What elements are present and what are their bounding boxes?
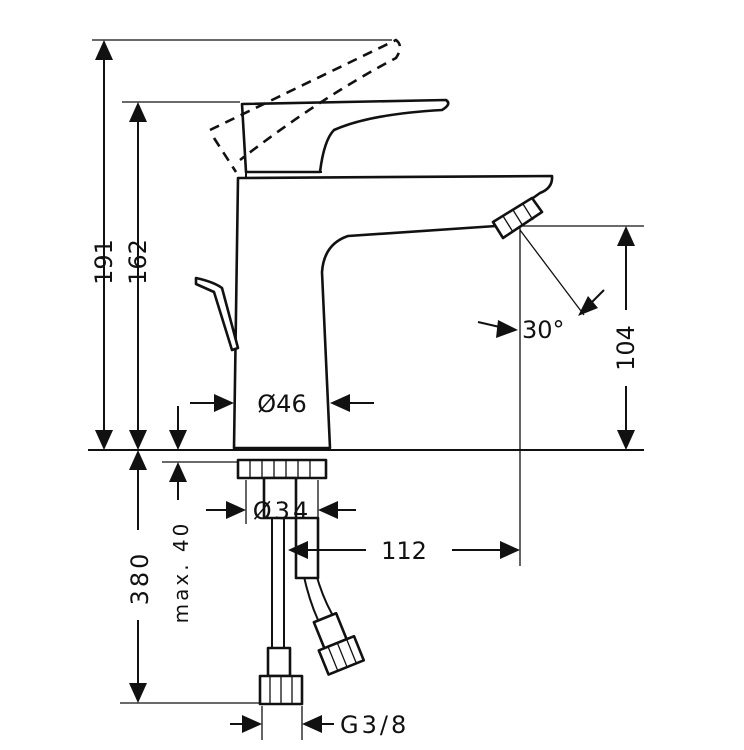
supply-hoses bbox=[258, 516, 366, 706]
dim-162-label: 162 bbox=[124, 239, 152, 285]
dim-line-104 bbox=[617, 226, 635, 450]
aerator bbox=[491, 196, 544, 240]
dim-line-g38 bbox=[230, 706, 334, 740]
lever-handle bbox=[209, 38, 450, 174]
dim-line-max40 bbox=[169, 406, 187, 500]
dim-angle-label: 30° bbox=[522, 316, 565, 344]
dim-line-191 bbox=[95, 40, 113, 450]
dim-line-162 bbox=[129, 102, 147, 450]
dim-line-112 bbox=[288, 541, 520, 559]
dim-d34-label: Ø34 bbox=[253, 497, 311, 525]
dim-line-angle bbox=[477, 289, 605, 338]
dim-d46-label: Ø46 bbox=[257, 390, 306, 418]
dim-line-d34 bbox=[206, 480, 356, 524]
base-mounting bbox=[236, 458, 328, 520]
dim-line-380 bbox=[129, 450, 147, 703]
dim-191-label: 191 bbox=[90, 239, 118, 285]
dim-104-label: 104 bbox=[612, 325, 640, 371]
dim-line-d46 bbox=[190, 394, 374, 412]
dim-max40-label: max. 40 bbox=[169, 521, 193, 624]
extension-lines bbox=[88, 39, 644, 704]
dim-380-label: 380 bbox=[126, 551, 154, 606]
dim-112-label: 112 bbox=[381, 537, 427, 565]
dim-g38-label: G3/8 bbox=[340, 711, 409, 739]
popup-rod bbox=[194, 276, 240, 352]
